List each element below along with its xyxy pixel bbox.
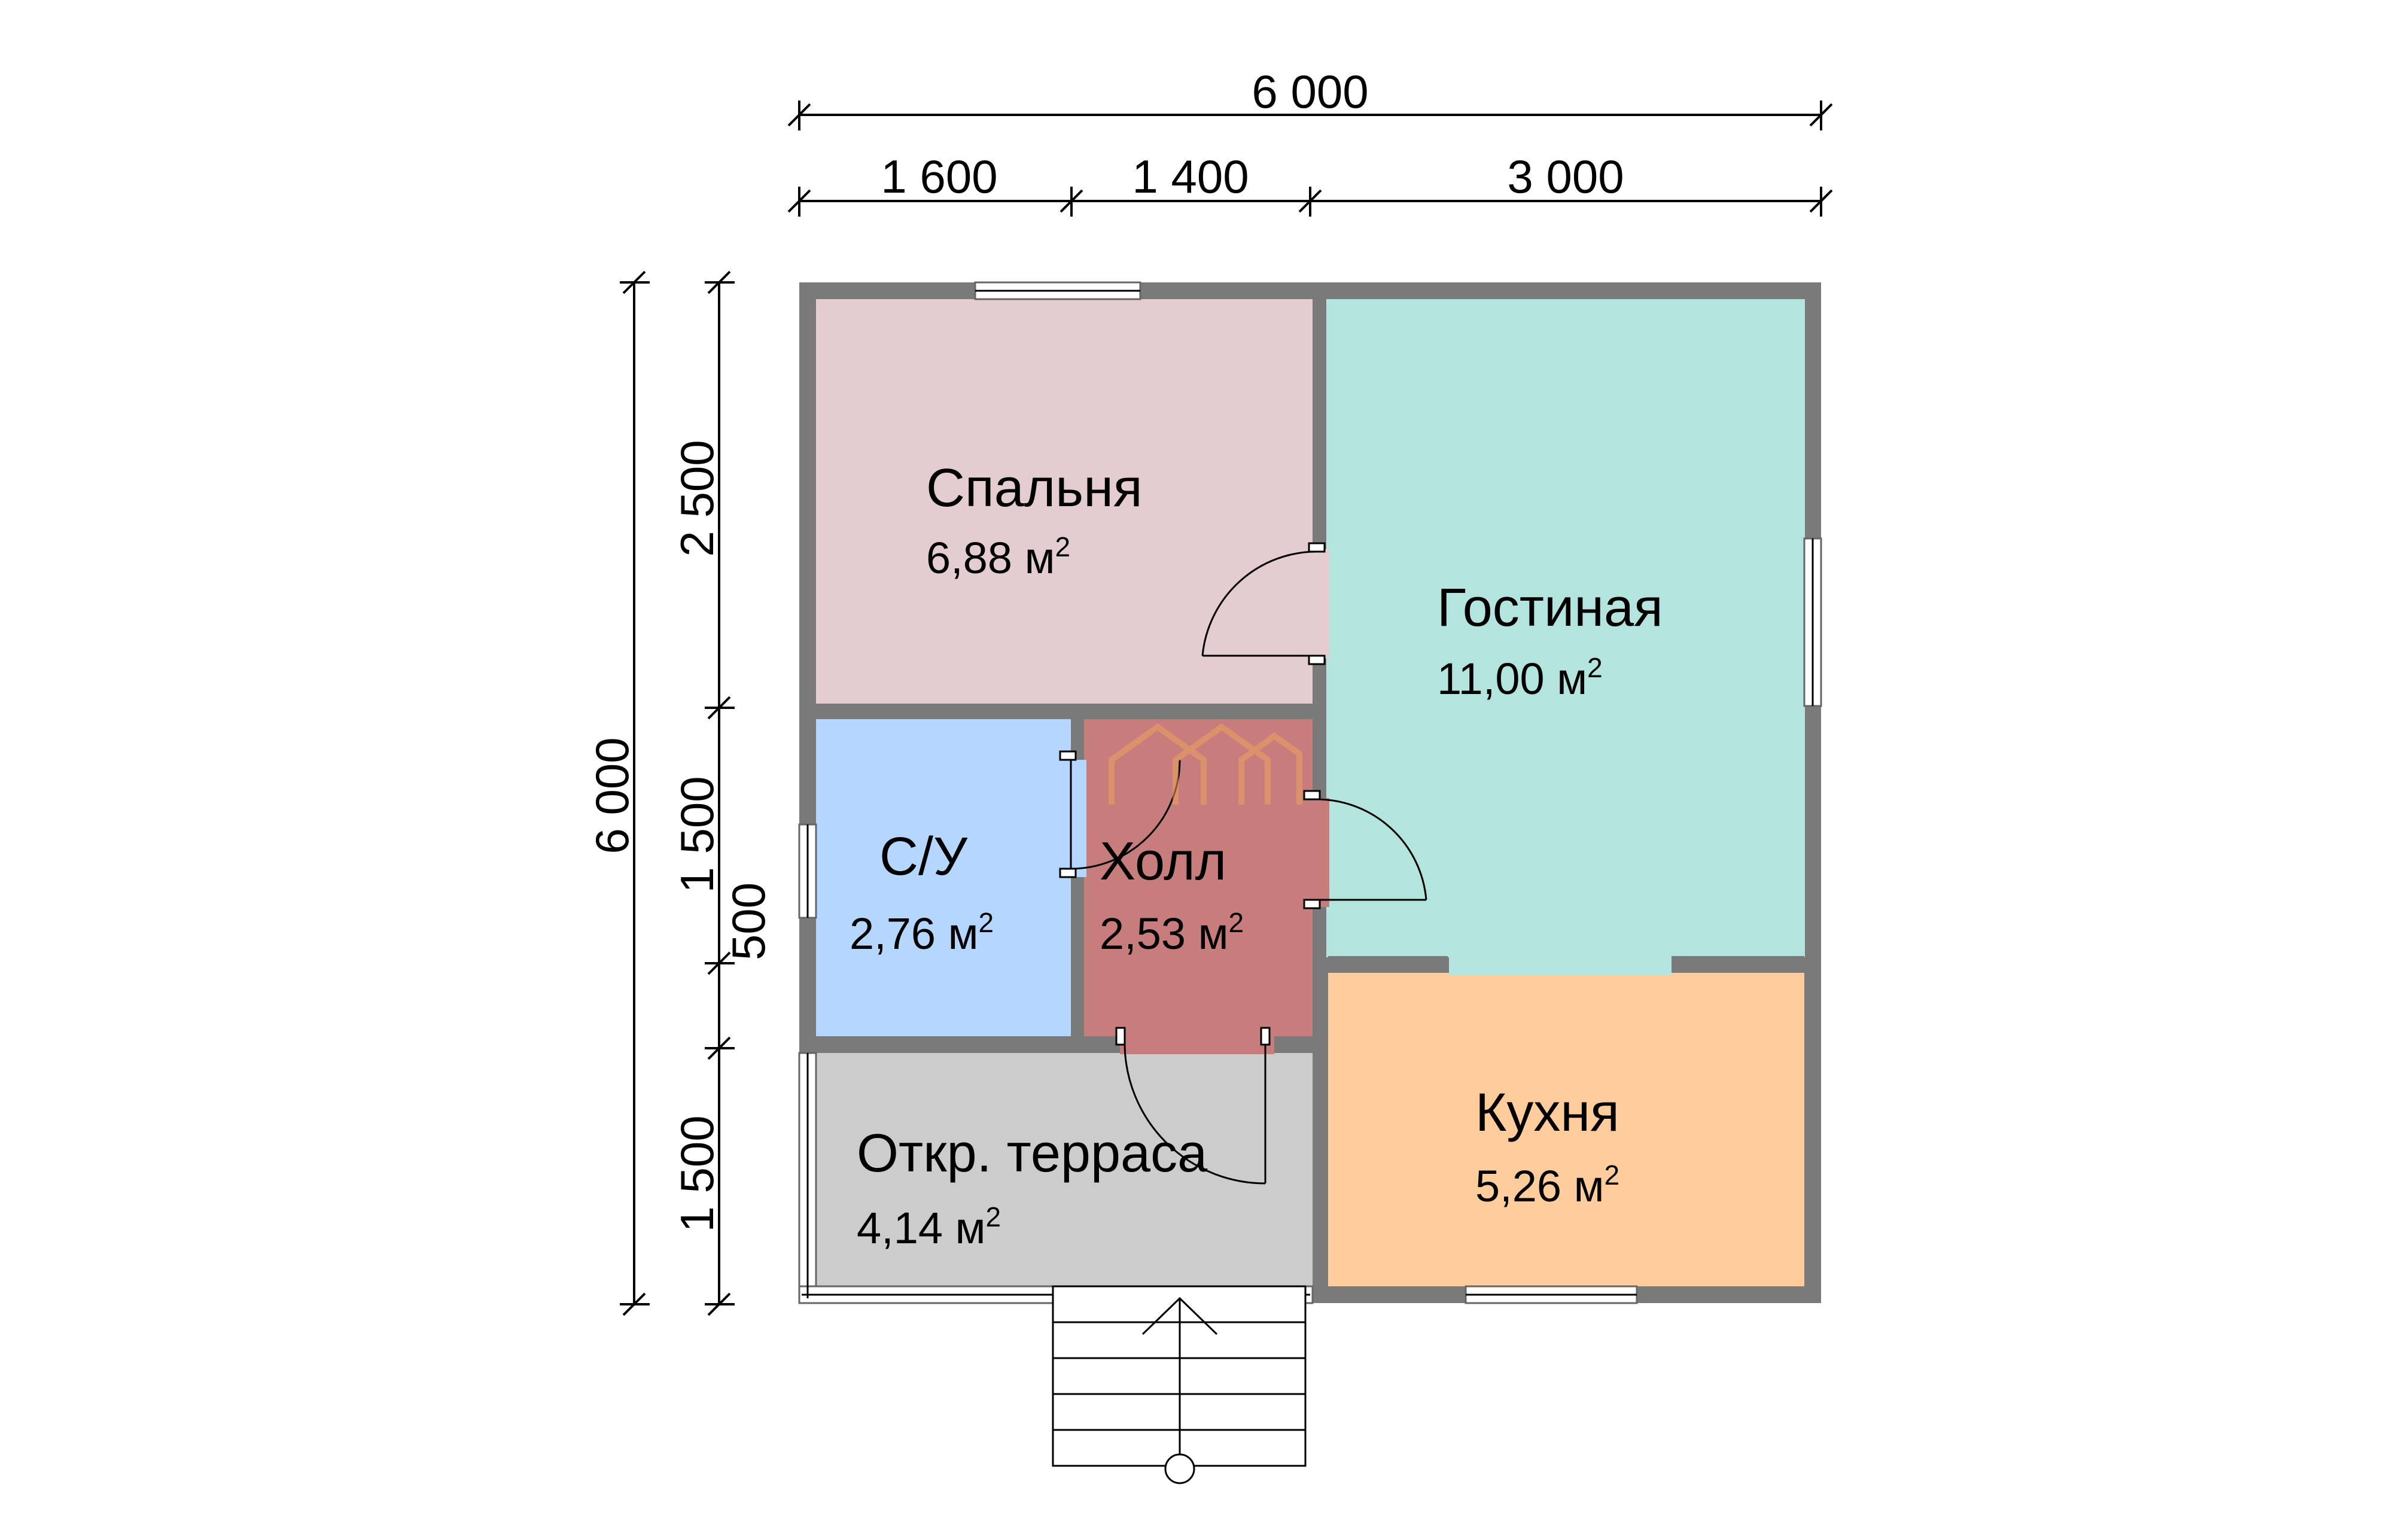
room-bedroom: [816, 299, 1313, 704]
label-bathroom: С/У 2,76 м2: [850, 827, 994, 958]
room-terrace: [816, 1053, 1313, 1286]
label-hall: Холл 2,53 м2: [1100, 832, 1244, 958]
terrace-area: 4,14 м2: [857, 1201, 1001, 1253]
living-area: 11,00 м2: [1437, 652, 1603, 704]
kitchen-area: 5,26 м2: [1475, 1159, 1619, 1211]
bathroom-area: 2,76 м2: [850, 907, 994, 958]
dim-left-seg-2: 1 500: [671, 776, 723, 893]
top-dimensions: 6 000 1 600 1 400 3 000: [787, 65, 1833, 217]
door-opening-hall-terrace: [1120, 1034, 1274, 1054]
bedroom-area: 6,88 м2: [926, 531, 1070, 583]
label-terrace: Откр. терраса 4,14 м2: [857, 1124, 1208, 1253]
bedroom-name: Спальня: [926, 458, 1143, 518]
door-opening-kitchen: [1449, 956, 1672, 975]
dim-left-seg-3: 500: [722, 882, 775, 960]
door-opening-bedroom: [1310, 549, 1329, 658]
kitchen-name: Кухня: [1475, 1083, 1619, 1143]
house-watermark-icon: [1109, 723, 1302, 805]
room-kitchen: [1328, 973, 1804, 1286]
dim-top-seg-3: 3 000: [1507, 150, 1624, 203]
dim-left-seg-4: 1 500: [671, 1115, 723, 1232]
left-dimensions: 6 000 2 500 1 500 500 1 500: [586, 270, 775, 1316]
bathroom-name: С/У: [879, 827, 968, 887]
doors: [1059, 542, 1804, 1185]
room-living: [1326, 299, 1805, 957]
hall-name: Холл: [1100, 832, 1226, 891]
dim-top-total: 6 000: [1252, 65, 1368, 118]
entrance-arrow-icon: [1141, 1296, 1218, 1484]
dim-top-seg-1: 1 600: [881, 150, 997, 203]
room-bathroom: [816, 719, 1071, 1036]
dim-left-seg-1: 2 500: [671, 440, 723, 556]
door-opening-living-hall: [1310, 798, 1329, 907]
windows: [798, 281, 1822, 1304]
room-hall: [1084, 719, 1313, 1036]
dim-top-seg-2: 1 400: [1132, 150, 1249, 203]
living-name: Гостиная: [1437, 578, 1663, 638]
terrace-name: Откр. терраса: [857, 1124, 1208, 1183]
dim-left-total: 6 000: [586, 737, 638, 854]
hall-area: 2,53 м2: [1100, 907, 1244, 958]
label-kitchen: Кухня 5,26 м2: [1475, 1083, 1619, 1211]
label-bedroom: Спальня 6,88 м2: [926, 458, 1143, 583]
label-living: Гостиная 11,00 м2: [1437, 578, 1663, 704]
